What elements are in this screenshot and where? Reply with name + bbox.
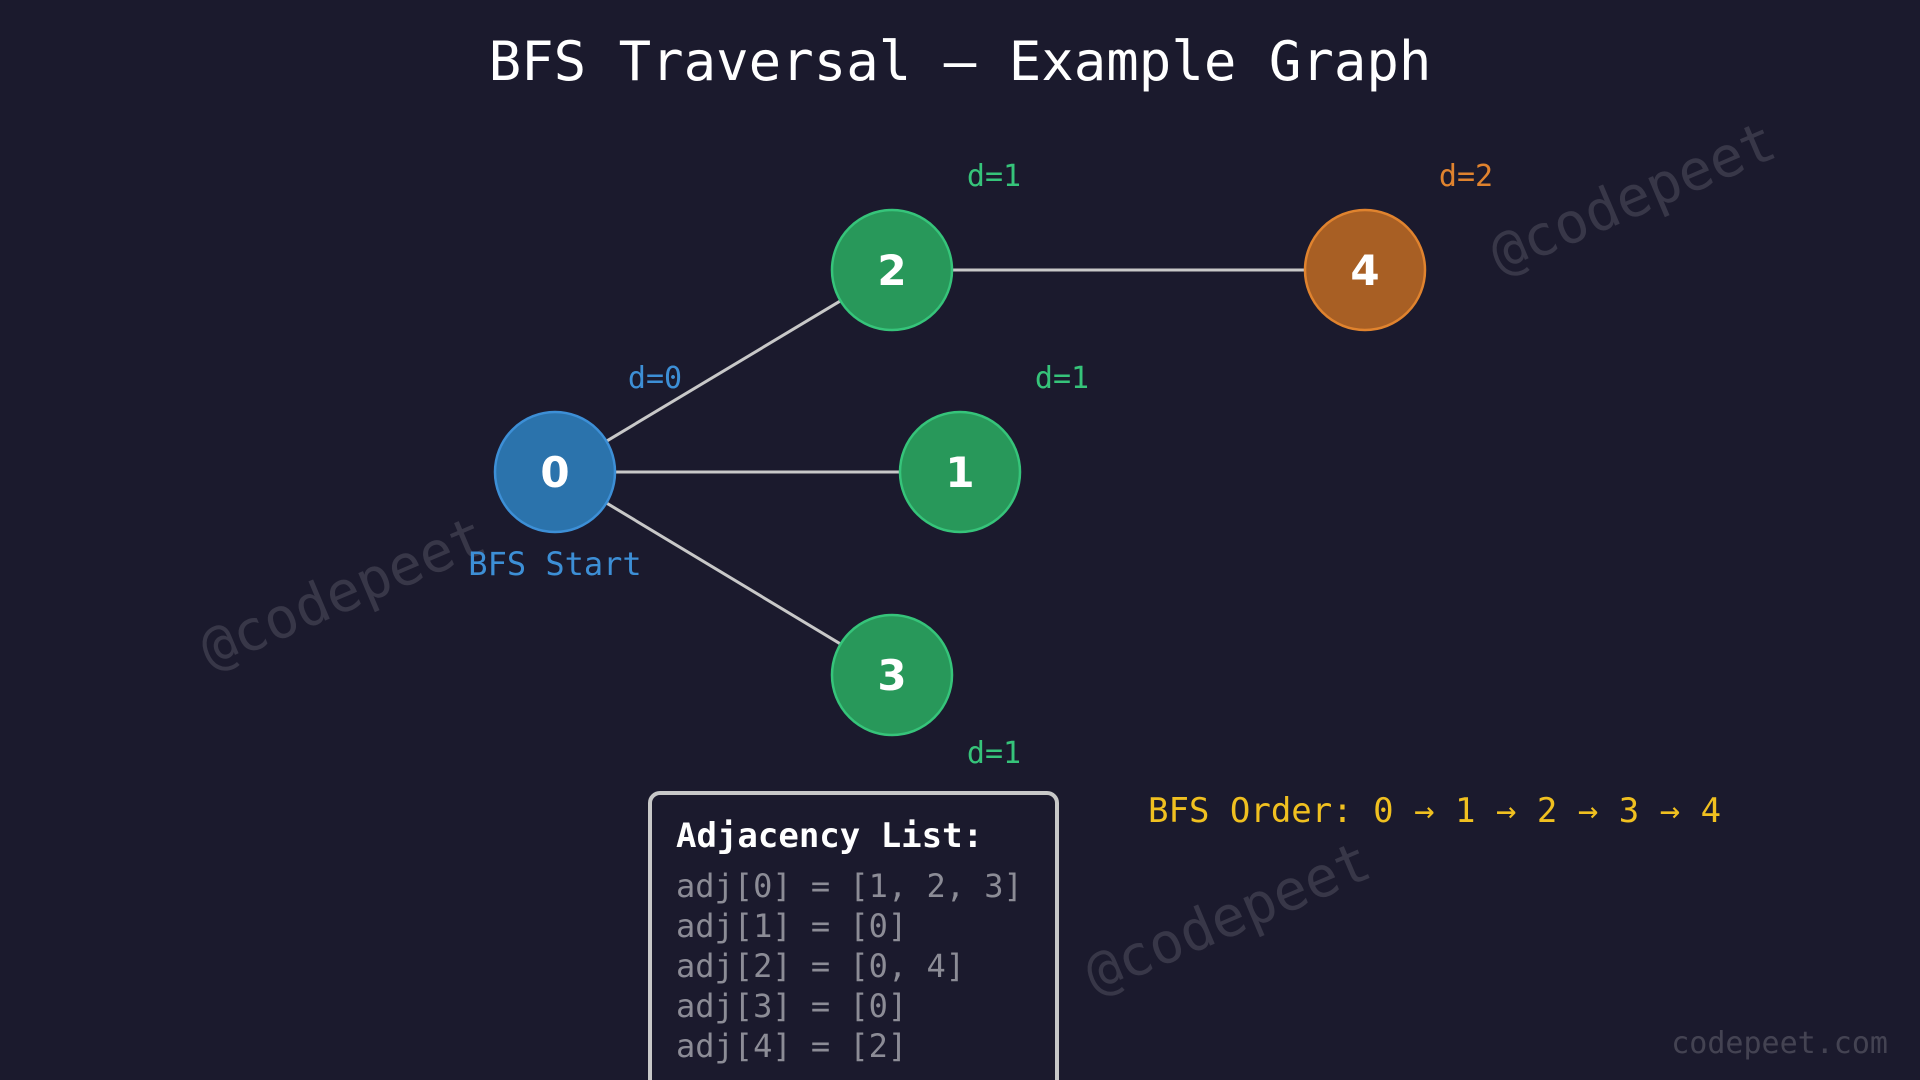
- node-1-distance: d=1: [1035, 361, 1089, 396]
- node-0-circle: [493, 410, 617, 534]
- adjacency-line-1: adj[1] = [0]: [676, 907, 907, 945]
- bfs-order: BFS Order: 0 → 1 → 2 → 3 → 4: [1148, 791, 1721, 831]
- node-2-distance: d=1: [967, 159, 1021, 194]
- watermark-bottom: @codepeet: [1075, 829, 1380, 1007]
- node-3-distance: d=1: [967, 736, 1021, 771]
- node-4: 4 d=2: [1303, 159, 1493, 332]
- adjacency-line-4: adj[4] = [2]: [676, 1027, 907, 1065]
- node-0-label: 0: [540, 448, 569, 497]
- watermark-top-right: @codepeet: [1480, 109, 1785, 287]
- adjacency-list-frame: [648, 791, 1059, 1080]
- adjacency-line-0: adj[0] = [1, 2, 3]: [676, 867, 1023, 905]
- adjacency-line-3: adj[3] = [0]: [676, 987, 907, 1025]
- bfs-start-label: BFS Start: [468, 545, 641, 583]
- adjacency-list-box: Adjacency List: adj[0] = [1, 2, 3] adj[1…: [648, 791, 1059, 1080]
- edges-layer: [605, 268, 1305, 646]
- node-2-circle: [830, 208, 954, 332]
- edge-0-3: [605, 501, 842, 646]
- node-4-distance: d=2: [1439, 159, 1493, 194]
- node-1-label: 1: [945, 448, 974, 497]
- node-0-distance: d=0: [628, 361, 682, 396]
- node-3: 3 d=1: [830, 613, 1021, 771]
- node-1: 1 d=1: [898, 361, 1089, 534]
- node-3-label: 3: [877, 651, 906, 700]
- edge-0-2: [605, 299, 842, 443]
- node-4-circle: [1303, 208, 1427, 332]
- adjacency-list-heading: Adjacency List:: [676, 816, 983, 856]
- watermark-left: @codepeet: [190, 504, 495, 682]
- node-1-circle: [898, 410, 1022, 534]
- adjacency-line-2: adj[2] = [0, 4]: [676, 947, 965, 985]
- node-3-circle: [830, 613, 954, 737]
- node-4-label: 4: [1350, 246, 1379, 295]
- site-mark: codepeet.com: [1671, 1026, 1888, 1061]
- node-2-label: 2: [877, 246, 906, 295]
- node-2: 2 d=1: [830, 159, 1021, 332]
- diagram-title: BFS Traversal — Example Graph: [489, 30, 1432, 93]
